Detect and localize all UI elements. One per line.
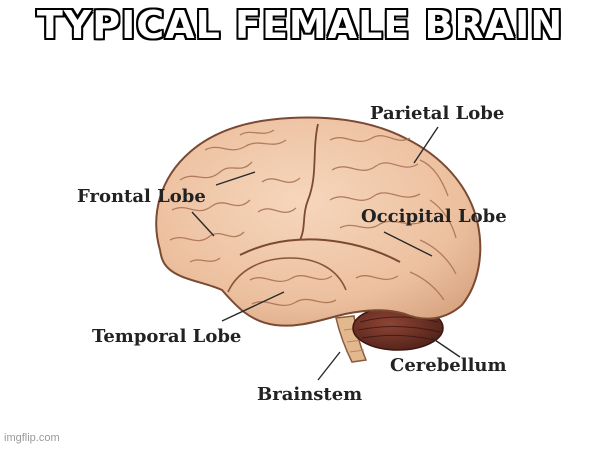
label-occipital-lobe: Occipital Lobe: [361, 206, 507, 227]
leader-frontal-1: [215, 171, 256, 186]
label-brainstem: Brainstem: [257, 384, 363, 405]
cerebrum-shape: [155, 116, 482, 327]
label-frontal-lobe: Frontal Lobe: [77, 186, 206, 207]
label-cerebellum: Cerebellum: [390, 355, 507, 376]
leader-temporal: [221, 291, 285, 322]
leader-brainstem: [317, 351, 341, 381]
imgflip-watermark: imgflip.com: [4, 432, 60, 444]
meme-title: TYPICAL FEMALE BRAIN: [36, 3, 564, 47]
leader-parietal: [413, 126, 439, 164]
label-parietal-lobe: Parietal Lobe: [370, 103, 505, 124]
leader-frontal-2: [191, 211, 215, 237]
leader-cerebellum: [431, 337, 461, 358]
label-temporal-lobe: Temporal Lobe: [92, 326, 242, 347]
leader-occipital: [383, 231, 433, 257]
